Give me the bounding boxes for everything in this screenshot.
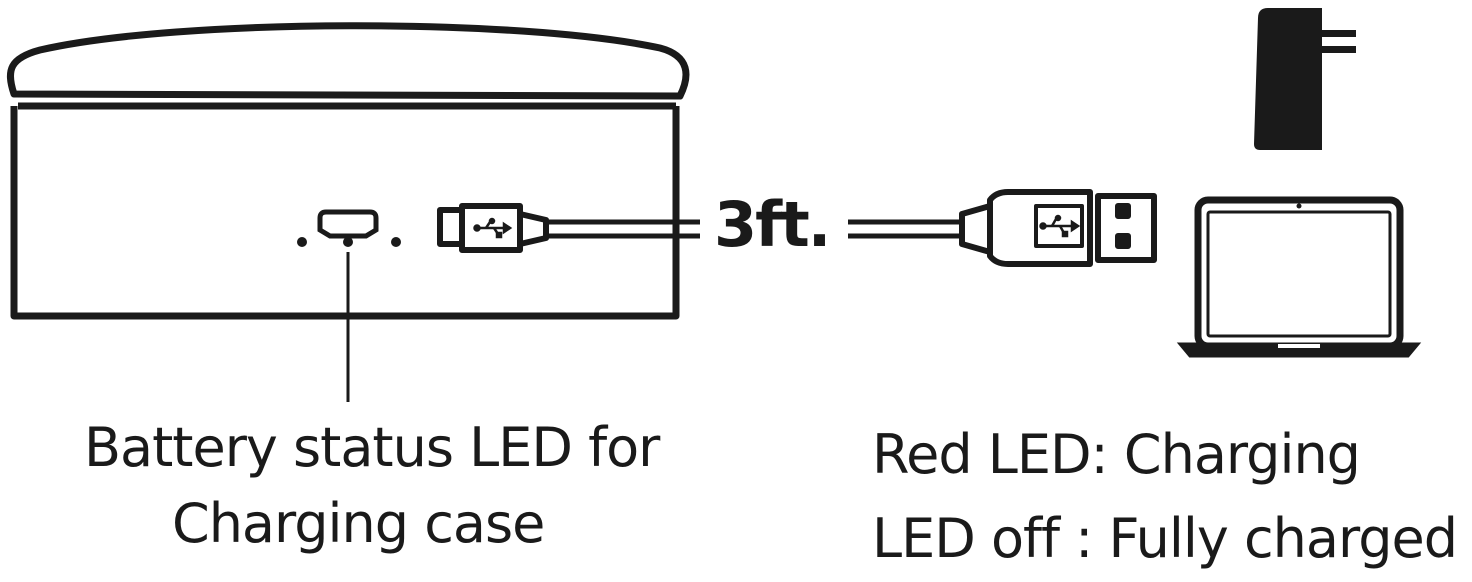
status-led-off: LED off : Fully charged <box>872 507 1458 570</box>
led-callout-line1: Battery status LED for <box>84 416 660 479</box>
laptop-icon <box>1176 196 1422 358</box>
case-dot-left <box>297 237 307 247</box>
wall-adapter-icon <box>1254 8 1356 150</box>
usb-symbol-icon <box>473 217 513 239</box>
case-body <box>10 106 680 320</box>
cable-length-label: 3ft. <box>708 188 836 261</box>
usb-a-plug-icon <box>959 189 1157 267</box>
cable <box>546 219 962 239</box>
micro-usb-port-icon <box>297 209 401 247</box>
case-lid <box>7 22 690 100</box>
status-red-led: Red LED: Charging <box>872 423 1361 486</box>
usb-symbol-icon-large <box>1039 214 1081 238</box>
charging-case-icon <box>7 22 690 320</box>
led-callout-line2: Charging case <box>172 492 545 555</box>
micro-usb-plug-icon <box>437 203 549 253</box>
case-dot-right <box>391 237 401 247</box>
case-led-dot <box>343 237 353 247</box>
